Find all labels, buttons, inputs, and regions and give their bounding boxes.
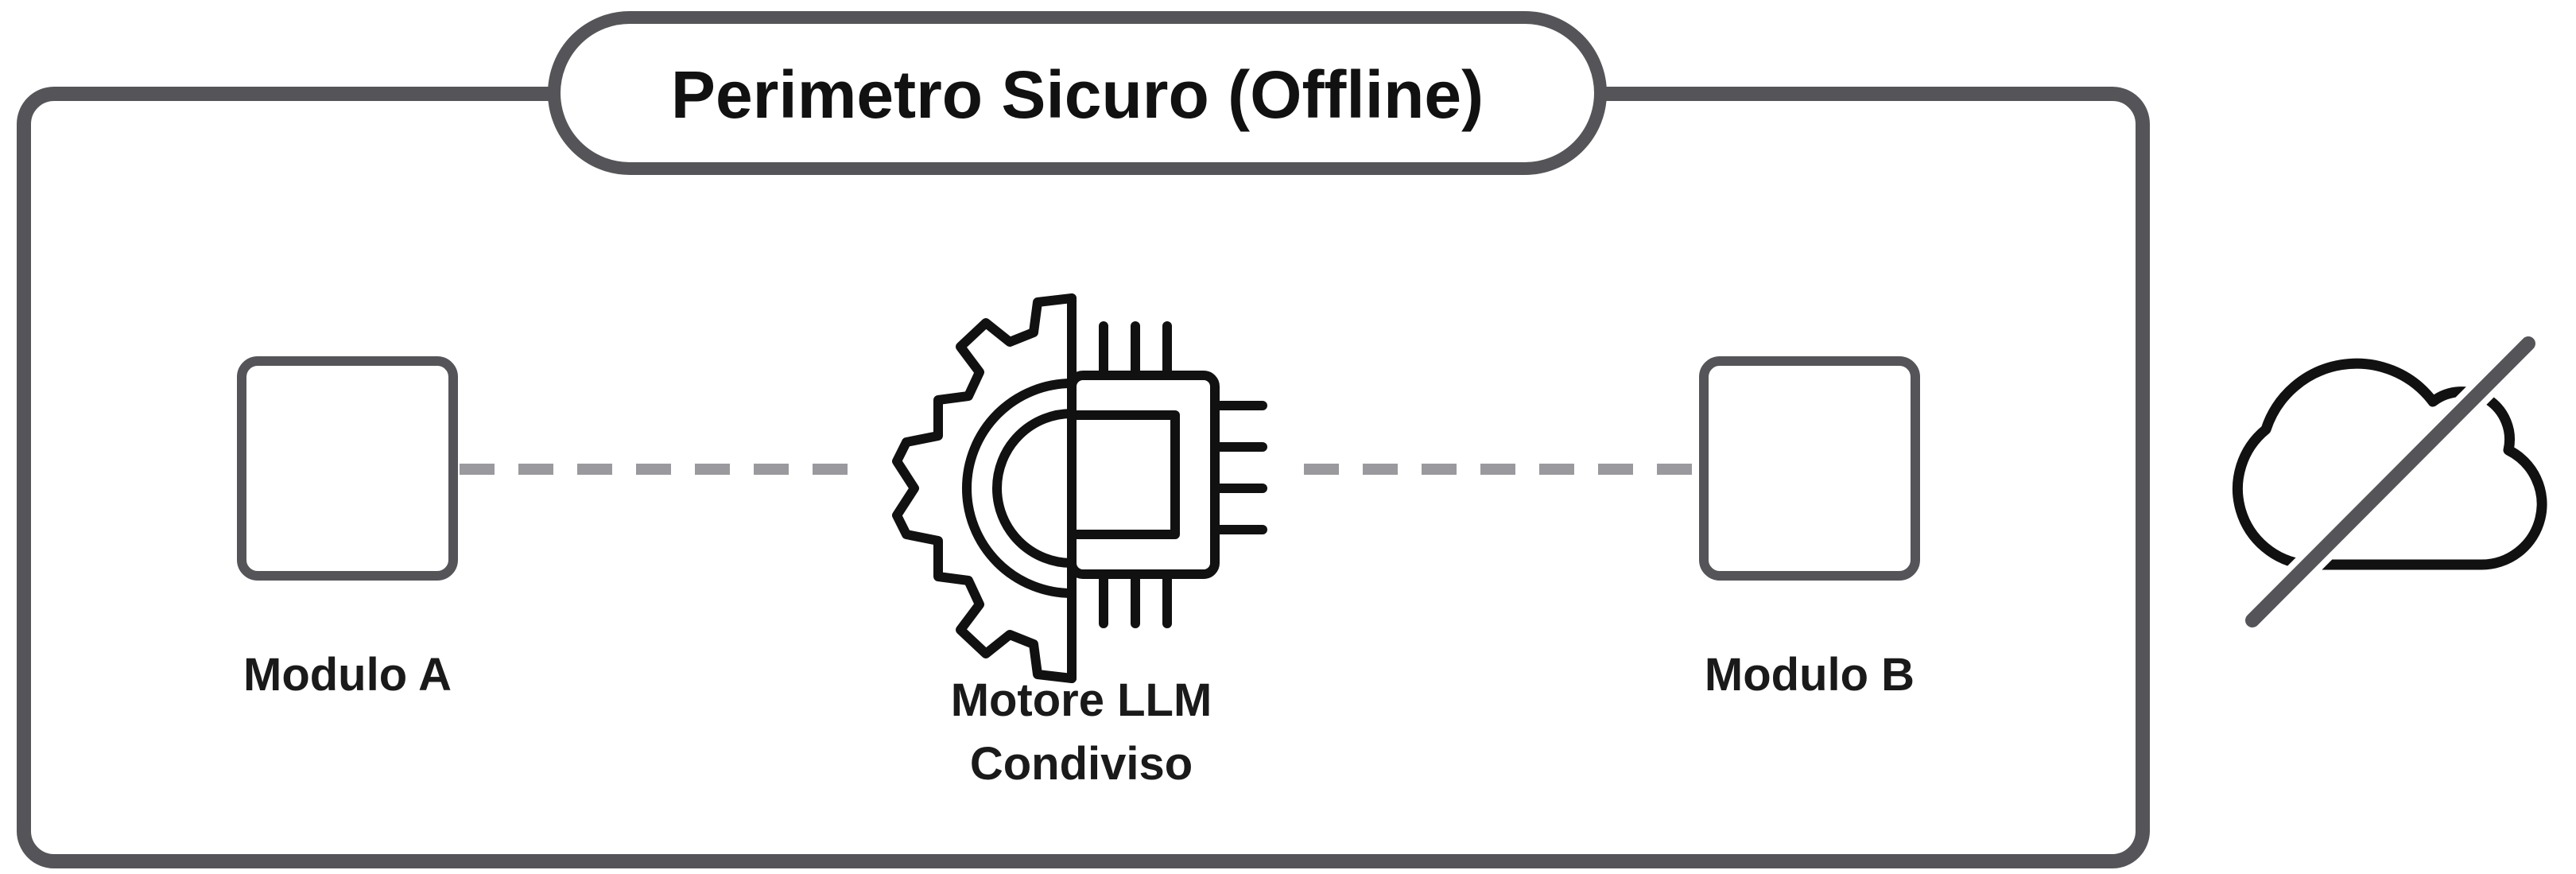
chip-core: [1067, 410, 1180, 539]
module-a: Modulo A: [237, 356, 458, 701]
gear-inner-ring: [962, 379, 1077, 598]
module-b-label: Modulo B: [1705, 649, 1915, 701]
perimeter-title: Perimetro Sicuro (Offline): [671, 57, 1484, 132]
chip-body: [1067, 371, 1220, 579]
engine-label-line1: Motore LLM: [951, 674, 1212, 726]
module-a-label: Modulo A: [243, 649, 452, 701]
cloud-strike-line: [2245, 336, 2535, 627]
engine-label: Motore LLM Condiviso: [951, 674, 1212, 790]
module-a-box: [237, 356, 458, 581]
module-b: Modulo B: [1699, 356, 1920, 701]
perimeter-title-badge: Perimetro Sicuro (Offline): [548, 11, 1607, 175]
engine-label-line2: Condiviso: [970, 738, 1193, 790]
cloud-off-icon: [2233, 330, 2547, 634]
gear-chip-icon: [892, 293, 1267, 683]
perimeter-title-pill: [548, 11, 1607, 175]
cloud-outline: [2233, 358, 2547, 570]
gear-inner-arc: [992, 409, 1077, 568]
gear-half-outline: [892, 293, 1077, 683]
module-b-box: [1699, 356, 1920, 581]
